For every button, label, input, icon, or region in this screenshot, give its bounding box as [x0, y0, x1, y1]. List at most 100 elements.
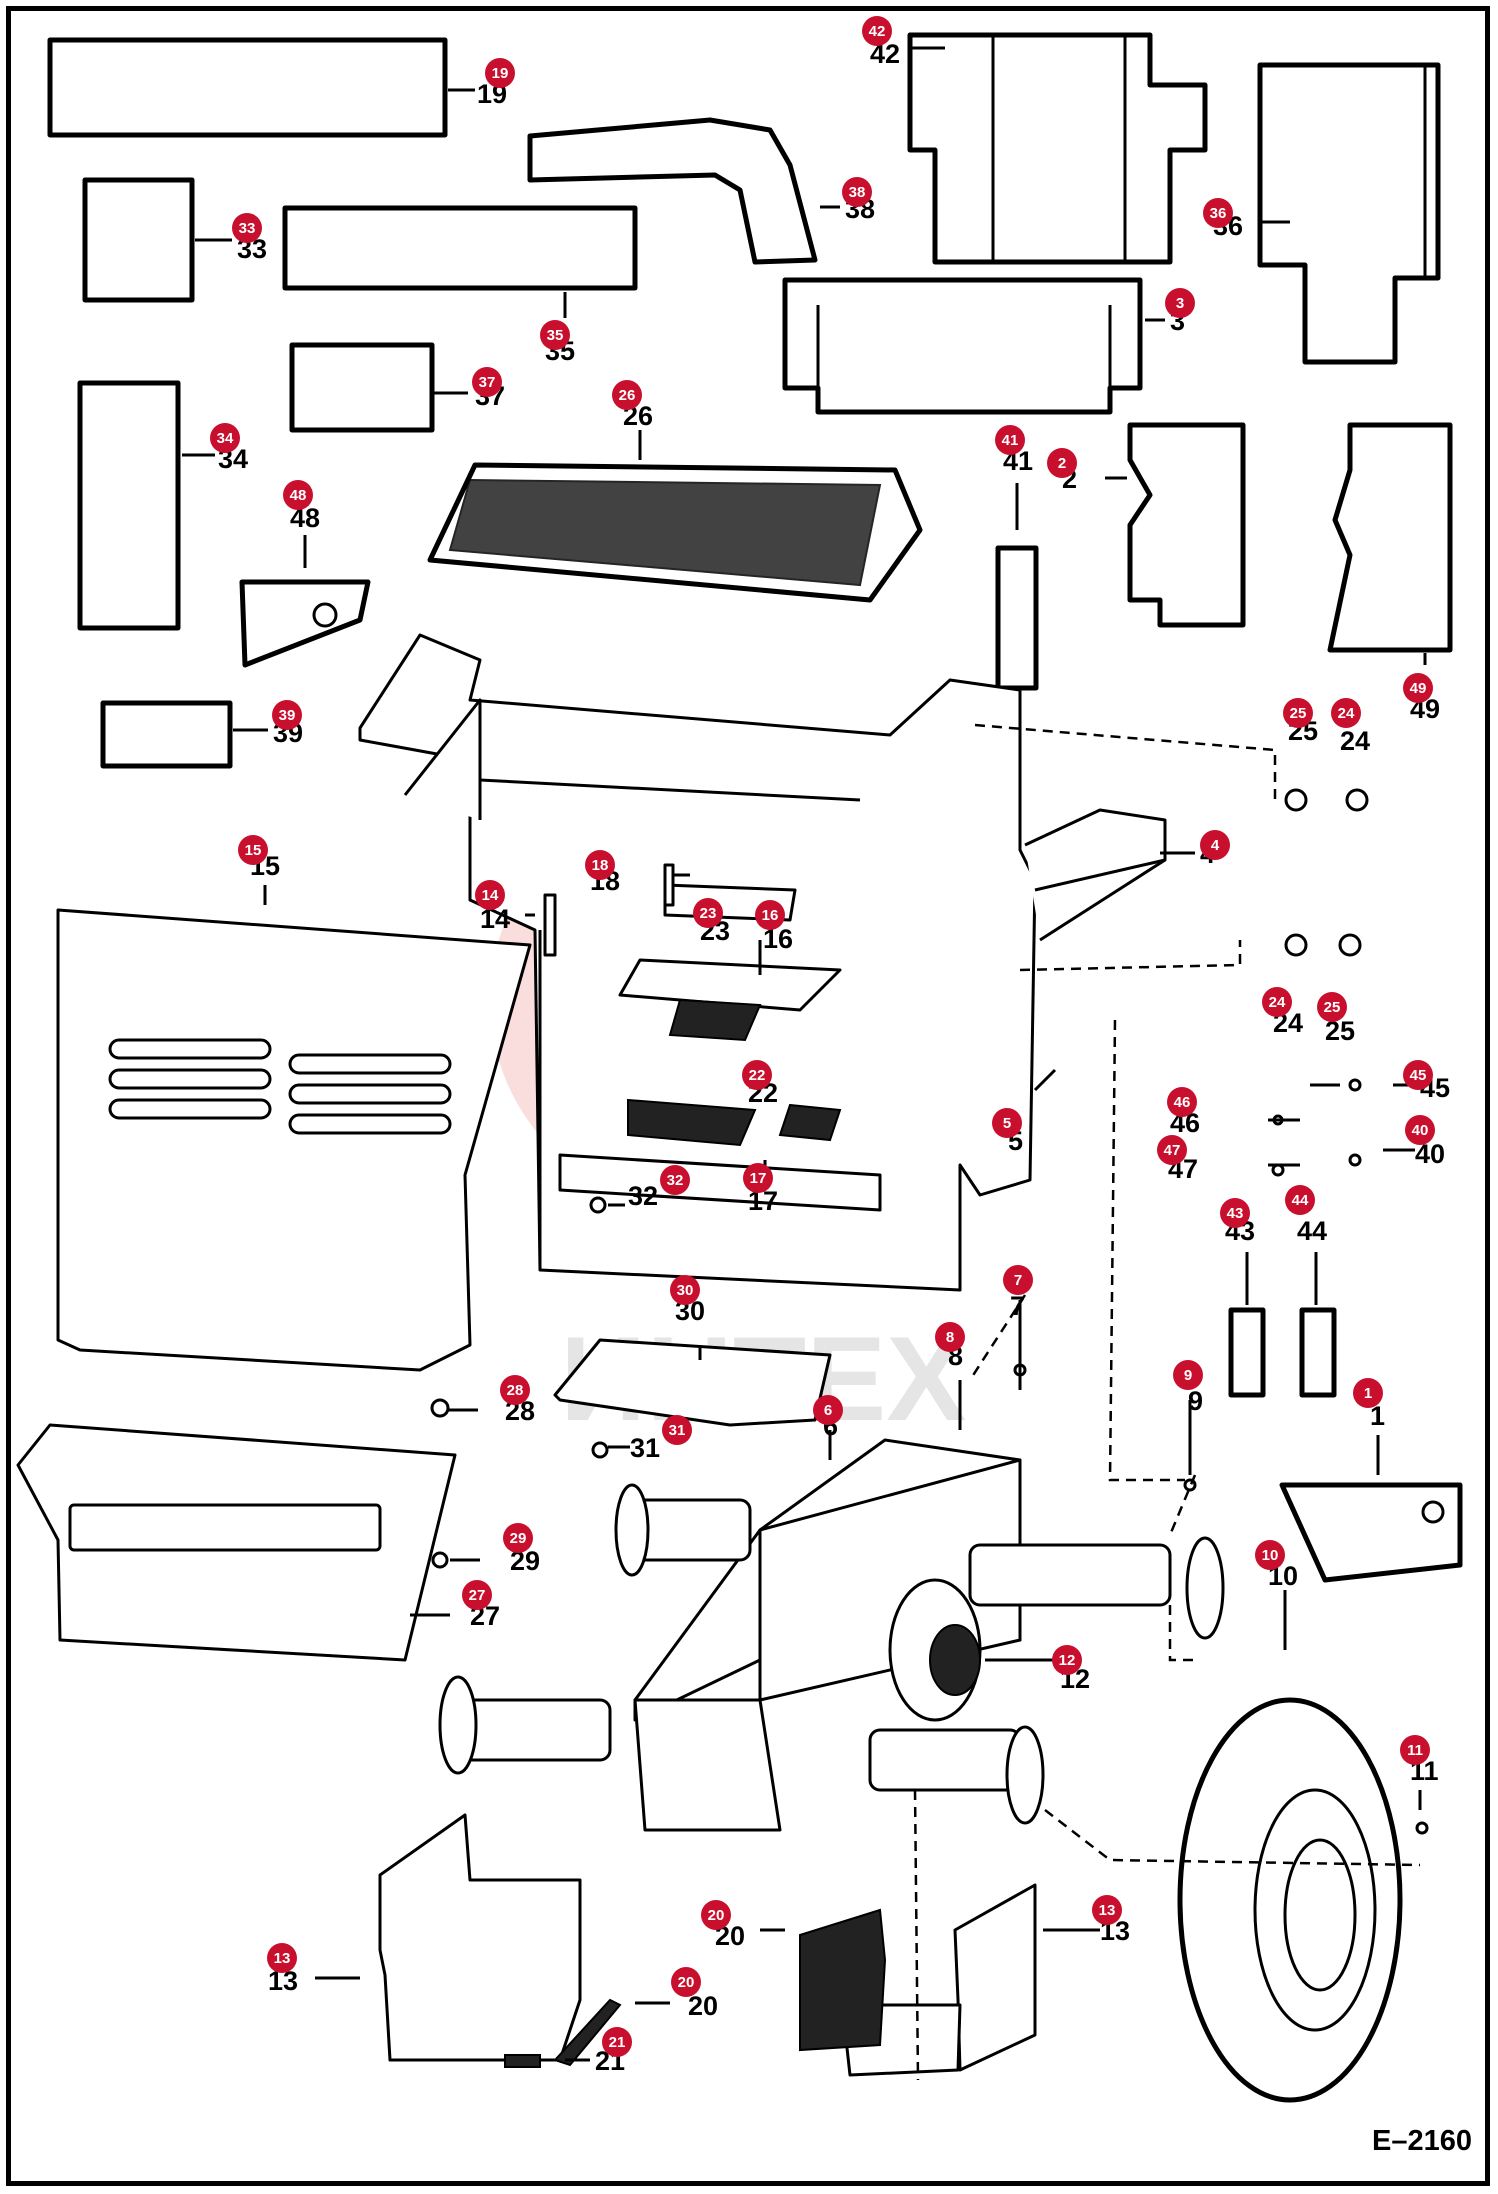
svg-text:20: 20 [678, 1974, 695, 1991]
badge-9: 9 [1173, 1360, 1203, 1390]
part-38-panel [527, 117, 818, 265]
svg-text:41: 41 [1002, 432, 1019, 449]
badge-28: 28 [500, 1375, 530, 1405]
badge-17: 17 [743, 1163, 773, 1193]
drawing-frame [6, 6, 1490, 2186]
label-31: 31 [630, 1433, 660, 1463]
badge-19: 19 [485, 58, 515, 88]
svg-text:11: 11 [1407, 1742, 1423, 1759]
badge-24-lower: 24 [1262, 987, 1292, 1017]
part-43-spacer [1228, 1307, 1266, 1398]
svg-text:8: 8 [946, 1329, 954, 1346]
svg-text:25: 25 [1290, 705, 1307, 722]
label-1: 1 [1370, 1401, 1385, 1431]
svg-text:28: 28 [507, 1382, 524, 1399]
badge-26: 26 [612, 380, 642, 410]
badge-36: 36 [1203, 198, 1233, 228]
part-26-grille [427, 462, 923, 603]
svg-text:36: 36 [1210, 205, 1227, 222]
svg-text:35: 35 [547, 327, 564, 344]
badge-41: 41 [995, 425, 1025, 455]
part-35-panel [282, 205, 638, 291]
svg-text:31: 31 [669, 1422, 686, 1439]
badge-39: 39 [272, 700, 302, 730]
part-39-panel [100, 700, 233, 769]
svg-text:38: 38 [849, 184, 866, 201]
svg-text:30: 30 [677, 1282, 694, 1299]
chassis-axle-housing [438, 1438, 1225, 1832]
svg-text:44: 44 [1292, 1192, 1309, 1209]
part-19-panel [47, 37, 448, 138]
svg-text:45: 45 [1410, 1067, 1427, 1084]
badge-22: 22 [742, 1060, 772, 1090]
label-9: 9 [1188, 1386, 1203, 1416]
svg-text:21: 21 [609, 2034, 626, 2051]
badge-42: 42 [862, 16, 892, 46]
badge-6: 6 [813, 1395, 843, 1425]
part-15-door-panel [56, 908, 532, 1372]
svg-text:34: 34 [217, 430, 234, 447]
part-1-bracket [1279, 1482, 1463, 1583]
part-3-panel [782, 277, 1143, 415]
svg-text:33: 33 [239, 220, 256, 237]
svg-text:5: 5 [1003, 1115, 1011, 1132]
badge-43: 43 [1220, 1198, 1250, 1228]
svg-text:29: 29 [510, 1530, 527, 1547]
svg-text:47: 47 [1164, 1142, 1181, 1159]
svg-text:13: 13 [274, 1950, 291, 1967]
drawing-code: E–2160 [1372, 2125, 1472, 2157]
label-44: 44 [1297, 1216, 1327, 1246]
badge-25-lower: 25 [1317, 992, 1347, 1022]
part-30-plate [553, 1338, 832, 1427]
badge-10: 10 [1255, 1540, 1285, 1570]
part-21-pin [504, 2054, 541, 2068]
badge-40: 40 [1405, 1115, 1435, 1145]
badge-47: 47 [1157, 1135, 1187, 1165]
svg-text:19: 19 [492, 65, 509, 82]
badge-13-right: 13 [1092, 1895, 1122, 1925]
svg-text:13: 13 [1099, 1902, 1116, 1919]
svg-text:17: 17 [750, 1170, 767, 1187]
part-2-panel [1127, 422, 1246, 628]
badge-25-top: 25 [1283, 698, 1313, 728]
part-20-track-b [553, 1998, 622, 2067]
part-42-panel [907, 32, 1208, 265]
badge-14: 14 [475, 880, 505, 910]
svg-text:16: 16 [762, 907, 779, 924]
svg-text:40: 40 [1412, 1122, 1429, 1139]
svg-text:39: 39 [279, 707, 296, 724]
badge-49: 49 [1403, 673, 1433, 703]
part-44-spacer [1299, 1307, 1337, 1398]
badge-48: 48 [283, 480, 313, 510]
svg-text:10: 10 [1262, 1547, 1279, 1564]
part-34-panel [77, 380, 181, 631]
badge-45: 45 [1403, 1060, 1433, 1090]
part-13-guard-left [378, 1813, 582, 2062]
badge-35: 35 [540, 320, 570, 350]
svg-text:49: 49 [1410, 680, 1427, 697]
badge-16: 16 [755, 900, 785, 930]
badge-46: 46 [1167, 1087, 1197, 1117]
svg-text:20: 20 [708, 1907, 725, 1924]
assembly-dashed-lines [913, 723, 1421, 2081]
part-41-strip [995, 545, 1039, 691]
badge-33: 33 [232, 213, 262, 243]
callout-badges: 1 2 3 4 5 6 7 8 9 10 11 12 13 13 14 15 1… [210, 16, 1435, 2057]
svg-text:22: 22 [749, 1067, 766, 1084]
part-13-guard-right [953, 1883, 1037, 2072]
badge-12: 12 [1052, 1645, 1082, 1675]
badge-44: 44 [1285, 1185, 1315, 1215]
badge-3: 3 [1165, 288, 1195, 318]
part-33-panel [82, 177, 195, 303]
badge-29: 29 [503, 1523, 533, 1553]
svg-text:18: 18 [592, 857, 609, 874]
svg-text:37: 37 [479, 374, 496, 391]
badge-2: 2 [1047, 448, 1077, 478]
svg-text:24: 24 [1338, 705, 1355, 722]
badge-15: 15 [238, 835, 268, 865]
svg-text:23: 23 [700, 905, 717, 922]
svg-text:32: 32 [667, 1172, 684, 1189]
part-36-panel [1257, 62, 1441, 365]
svg-text:14: 14 [482, 887, 499, 904]
